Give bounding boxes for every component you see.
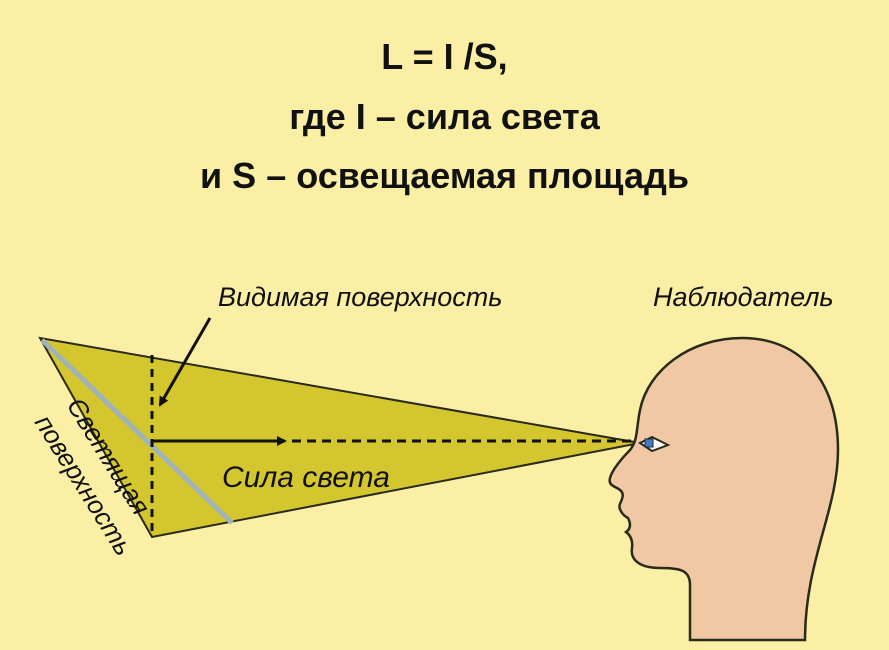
visible-surface-label: Видимая поверхность (218, 282, 503, 312)
observer-head (608, 336, 840, 642)
eye-pupil (644, 438, 654, 448)
formula-line-1: L = I /S, (381, 36, 508, 77)
observer-label: Наблюдатель (653, 282, 834, 312)
visible-surface-pointer (158, 317, 212, 407)
light-cone (38, 336, 641, 539)
intensity-label: Сила света (222, 461, 390, 494)
formula-line-3: и S – освещаемая площадь (200, 155, 689, 196)
emitting-surface (40, 338, 234, 525)
formula-line-2: где I – сила света (289, 96, 600, 137)
